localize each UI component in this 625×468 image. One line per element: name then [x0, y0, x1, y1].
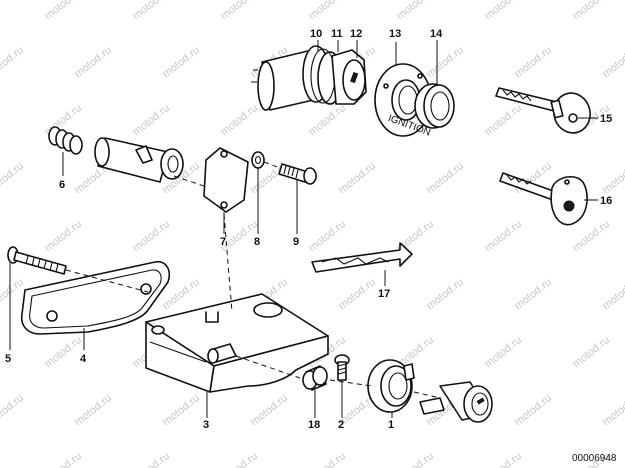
- part-14-ring-nut: [414, 83, 455, 129]
- assembly-lines: [65, 161, 441, 399]
- part-7-gasket: [203, 147, 249, 213]
- part-9-screw: [278, 163, 317, 185]
- watermark-text: motod.ru: [0, 160, 26, 196]
- watermark-text: motod.ru: [218, 450, 260, 468]
- watermark-text: motod.ru: [570, 334, 612, 370]
- watermark-text: motod.ru: [600, 160, 625, 196]
- watermark-text: motod.ru: [42, 218, 84, 254]
- watermark-text: motod.ru: [600, 44, 625, 80]
- callout-12: 12: [350, 28, 362, 40]
- watermark-text: motod.ru: [482, 334, 524, 370]
- part-18-cap: [302, 365, 328, 391]
- leader-lines: [9, 40, 598, 418]
- watermark-text: motod.ru: [424, 44, 466, 80]
- callout-8: 8: [254, 236, 260, 248]
- watermark-text: motod.ru: [160, 44, 202, 80]
- part-4-cover-plate: [20, 260, 171, 335]
- watermark-text: motod.ru: [160, 392, 202, 428]
- part-16-key: [499, 172, 588, 226]
- watermark-text: motod.ru: [218, 102, 260, 138]
- watermark-text: motod.ru: [306, 102, 348, 138]
- watermark-text: motod.ru: [424, 276, 466, 312]
- callout-18: 18: [308, 419, 320, 431]
- callout-16: 16: [600, 195, 612, 207]
- watermark-text: motod.ru: [130, 218, 172, 254]
- callouts: 1 2 3 4 5 6 7 8 9 10 11 12 13 14 15 16 1…: [5, 28, 612, 431]
- callout-11: 11: [331, 28, 343, 40]
- watermark-text: motod.ru: [72, 392, 114, 428]
- callout-9: 9: [293, 236, 299, 248]
- part-6-spring: [48, 126, 83, 155]
- watermark-text: motod.ru: [306, 450, 348, 468]
- callout-13: 13: [389, 28, 401, 40]
- watermark-text: motod.ru: [482, 218, 524, 254]
- part-3-bracket: [145, 293, 329, 393]
- watermark-text: motod.ru: [0, 44, 26, 80]
- watermark-text: motod.ru: [130, 450, 172, 468]
- watermark-text: motod.ru: [42, 334, 84, 370]
- watermark-text: motod.ru: [570, 0, 612, 22]
- part-17-arrow: [311, 242, 413, 273]
- watermark-text: motod.ru: [394, 450, 436, 468]
- watermark-text: motod.ru: [394, 0, 436, 22]
- watermark-text: motod.ru: [218, 0, 260, 22]
- lock-cylinder: [94, 137, 184, 183]
- callout-4: 4: [80, 353, 87, 365]
- watermark-text: motod.ru: [512, 44, 554, 80]
- watermark-text: motod.ru: [570, 218, 612, 254]
- watermark-text: motod.ru: [0, 392, 26, 428]
- watermark-text: motod.ru: [512, 276, 554, 312]
- part-10-12-ignition-switch: [251, 45, 367, 111]
- watermark-text: motod.ru: [42, 450, 84, 468]
- part-15-key: [495, 87, 591, 134]
- callout-7: 7: [220, 236, 226, 248]
- callout-3: 3: [203, 419, 209, 431]
- diagram-id: 00006948: [572, 453, 617, 464]
- watermark-text: motod.ru: [482, 0, 524, 22]
- watermark-text: motod.ru: [336, 276, 378, 312]
- watermark-text: motod.ru: [424, 160, 466, 196]
- watermark-text: motod.ru: [600, 276, 625, 312]
- callout-17: 17: [378, 288, 390, 300]
- watermark-text: motod.ru: [72, 44, 114, 80]
- callout-2: 2: [338, 419, 344, 431]
- part-8-washer: [251, 151, 265, 169]
- watermark-text: motod.ru: [306, 0, 348, 22]
- watermark-text: motod.ru: [130, 0, 172, 22]
- watermark-text: motod.ru: [130, 102, 172, 138]
- watermark-text: motod.ru: [512, 392, 554, 428]
- watermark-text: motod.ru: [600, 392, 625, 428]
- callout-15: 15: [600, 113, 612, 125]
- part-1-lock-ring: [367, 359, 415, 413]
- callout-1: 1: [388, 419, 394, 431]
- watermark-text: motod.ru: [482, 102, 524, 138]
- callout-6: 6: [59, 179, 65, 191]
- part-2-screw: [334, 354, 350, 381]
- watermark-text: motod.ru: [42, 0, 84, 22]
- callout-5: 5: [5, 353, 11, 365]
- watermark-text: motod.ru: [482, 450, 524, 468]
- callout-14: 14: [430, 28, 443, 40]
- part-5-bolt: [7, 246, 67, 275]
- watermark-text: motod.ru: [248, 392, 290, 428]
- watermark-text: motod.ru: [336, 160, 378, 196]
- lock-barrel: [419, 381, 493, 423]
- callout-10: 10: [310, 28, 322, 40]
- watermark-text: motod.ru: [306, 218, 348, 254]
